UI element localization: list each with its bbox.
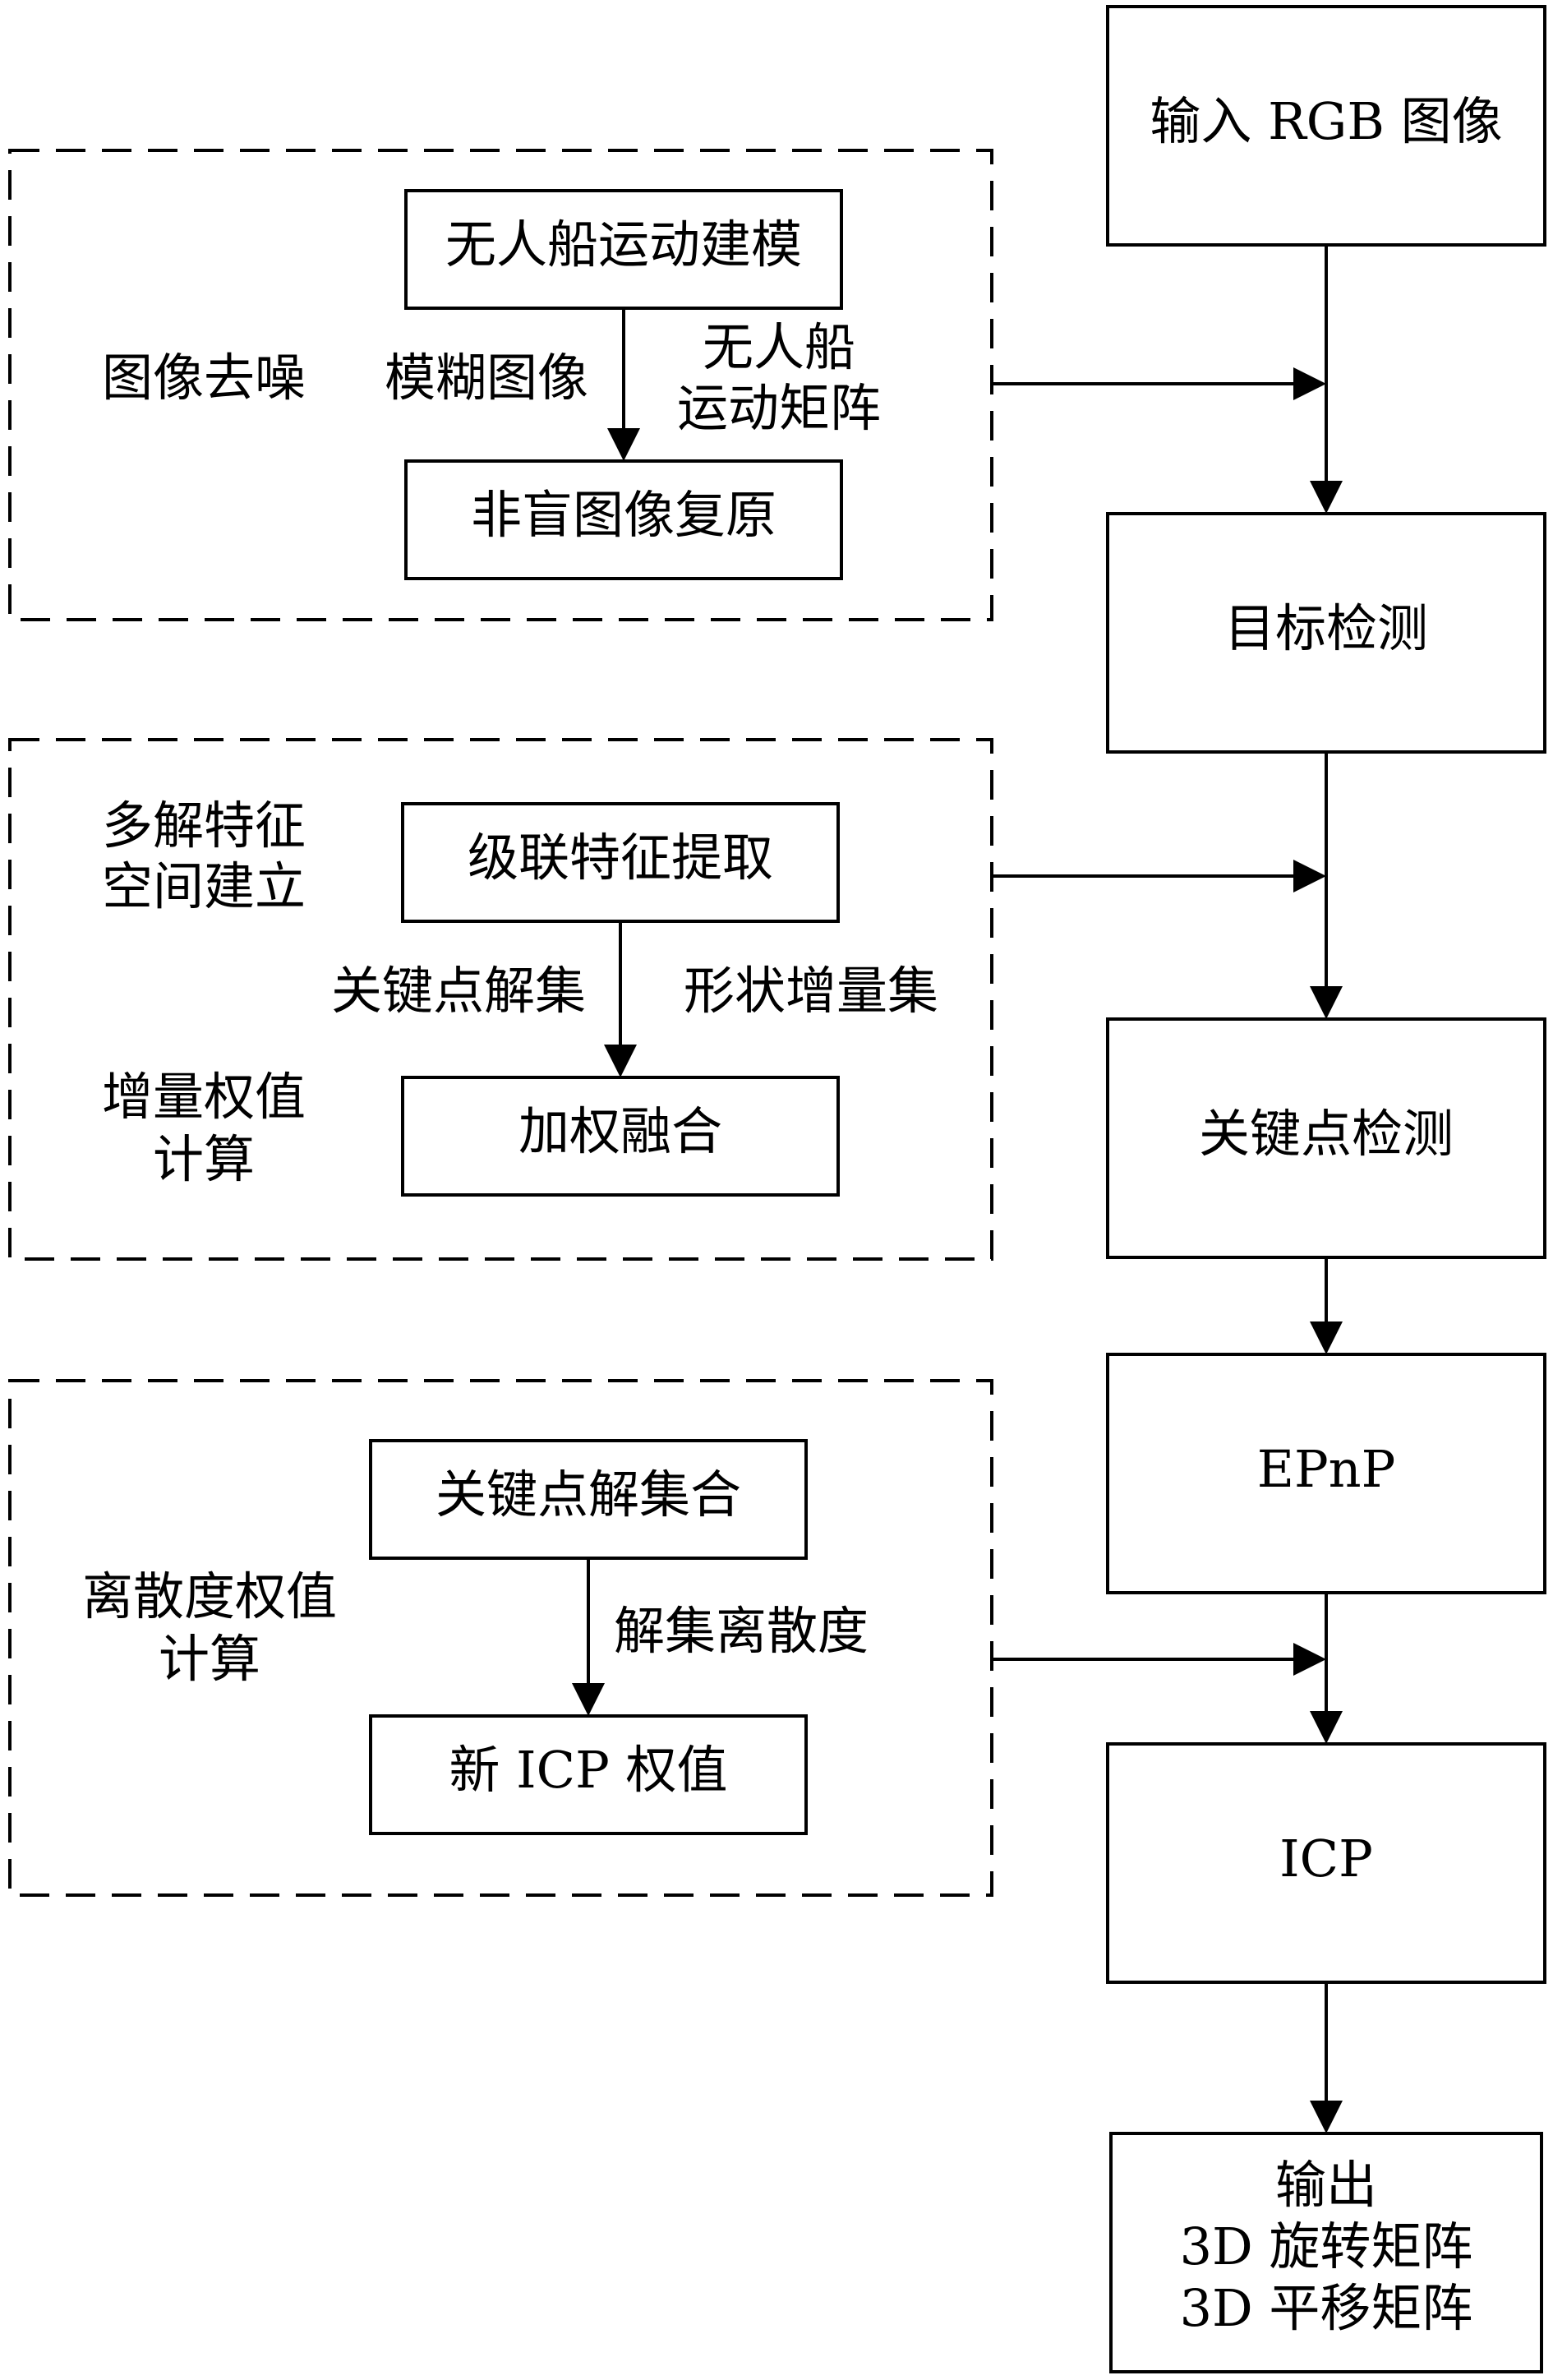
keypoint-solution-set-box: 关键点解集合 bbox=[369, 1439, 808, 1560]
keypoint-detection-box: 关键点检测 bbox=[1106, 1017, 1546, 1259]
epnp-box: EPnP bbox=[1106, 1353, 1546, 1594]
keypoint-solution-set-label: 关键点解集合 bbox=[435, 1464, 741, 1524]
epnp-label: EPnP bbox=[1257, 1439, 1396, 1499]
motion-matrix-label-line-2: 运动矩阵 bbox=[677, 378, 881, 438]
cascade-feature-box: 级联特征提取 bbox=[401, 802, 840, 923]
output-label-line-1: 输出 bbox=[1275, 2155, 1377, 2215]
blur-image-label: 模糊图像 bbox=[385, 348, 588, 408]
output-label-line-3: 3D 平移矩阵 bbox=[1180, 2278, 1473, 2338]
input-box-label: 输入 RGB 图像 bbox=[1150, 91, 1502, 151]
restoration-label: 非盲图像复原 bbox=[471, 485, 776, 545]
shape-increment-label: 形状增量集 bbox=[684, 961, 938, 1021]
feature-group-title-line-1: 多解特征 bbox=[102, 796, 306, 856]
icp-label: ICP bbox=[1279, 1829, 1373, 1889]
keypoint-detection-label: 关键点检测 bbox=[1199, 1104, 1454, 1164]
target-detection-box: 目标检测 bbox=[1106, 512, 1546, 754]
keypoint-set-label: 关键点解集 bbox=[331, 961, 586, 1021]
cascade-feature-label: 级联特征提取 bbox=[468, 828, 773, 888]
motion-matrix-label-line-1: 无人船 bbox=[703, 317, 855, 377]
dispersion-group-title-line-1: 离散度权值 bbox=[82, 1566, 337, 1626]
dispersion-group-frame bbox=[8, 1379, 993, 1897]
new-icp-weight-label: 新 ICP 权值 bbox=[449, 1740, 727, 1800]
weighted-fusion-label: 加权融合 bbox=[518, 1101, 722, 1161]
new-icp-weight-box: 新 ICP 权值 bbox=[369, 1714, 808, 1835]
output-label-line-2: 3D 旋转矩阵 bbox=[1180, 2216, 1473, 2276]
icp-box: ICP bbox=[1106, 1742, 1546, 1984]
weight-title-line-1: 增量权值 bbox=[102, 1067, 306, 1127]
output-box: 输出 3D 旋转矩阵 3D 平移矩阵 bbox=[1109, 2132, 1543, 2373]
dispersion-label: 解集离散度 bbox=[614, 1601, 869, 1661]
feature-group-frame bbox=[8, 738, 993, 1261]
weighted-fusion-box: 加权融合 bbox=[401, 1076, 840, 1197]
dispersion-group-title-line-2: 计算 bbox=[159, 1629, 260, 1689]
motion-model-box: 无人船运动建模 bbox=[404, 189, 843, 310]
input-box: 输入 RGB 图像 bbox=[1106, 5, 1546, 247]
motion-model-label: 无人船运动建模 bbox=[445, 214, 802, 274]
target-detection-label: 目标检测 bbox=[1224, 598, 1428, 658]
denoise-group-title: 图像去噪 bbox=[102, 348, 306, 408]
feature-group-title-line-2: 空间建立 bbox=[102, 856, 306, 916]
restoration-box: 非盲图像复原 bbox=[404, 459, 843, 580]
weight-title-line-2: 计算 bbox=[153, 1129, 255, 1189]
